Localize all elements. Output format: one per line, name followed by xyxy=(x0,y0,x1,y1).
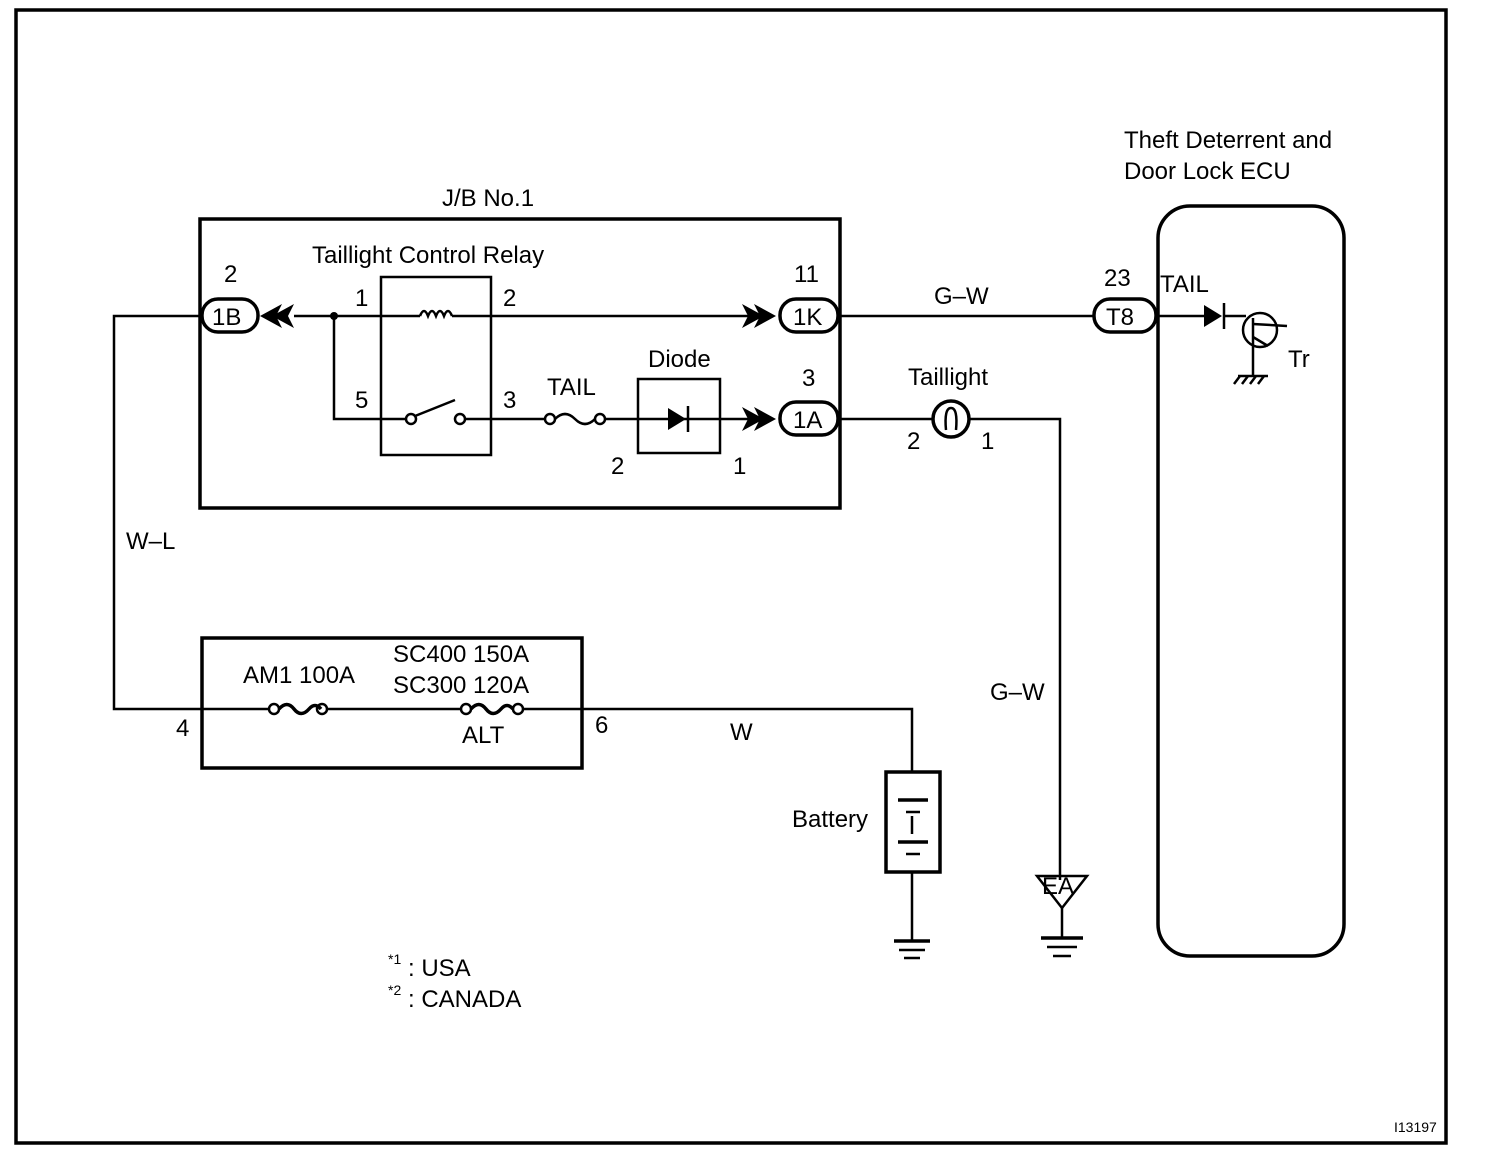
transistor-emitter xyxy=(1252,335,1269,348)
transistor-label: Tr xyxy=(1288,346,1310,373)
battery-label: Battery xyxy=(792,806,868,833)
wire-w-l xyxy=(112,314,270,711)
diode-pin-2: 2 xyxy=(611,453,624,480)
connector-T8-pin: 23 xyxy=(1104,265,1131,292)
wire-w-label: W xyxy=(730,719,753,746)
wire-g-w-top-label: G–W xyxy=(934,283,989,310)
fuse-am1-terminal-b xyxy=(315,702,329,716)
outer-frame xyxy=(14,8,1448,1145)
diode-symbol xyxy=(668,408,686,430)
wire-g-w-right-label: G–W xyxy=(990,679,1045,706)
taillight-pin-2: 2 xyxy=(907,428,920,455)
note-1-mark: *1 xyxy=(388,951,401,967)
connector-1B-pin: 2 xyxy=(224,261,237,288)
transistor-ground-hatch xyxy=(1233,375,1265,385)
switch-blade xyxy=(414,398,456,418)
wire-switch-in xyxy=(332,316,406,421)
fusible-link-pin-4: 4 xyxy=(176,715,189,742)
connector-1A-arrow xyxy=(742,407,764,431)
wire-g-w-right xyxy=(969,417,1062,880)
figure-code: I13197 xyxy=(1394,1119,1437,1135)
fusible-link-am1: AM1 100A xyxy=(243,662,355,689)
taillight-label: Taillight xyxy=(908,364,988,391)
taillight-bulb xyxy=(931,399,971,439)
connector-1A-arrow-2 xyxy=(754,407,776,431)
ecu-box xyxy=(1156,204,1346,958)
wire-w-l-label: W–L xyxy=(126,528,175,555)
fuse-am1 xyxy=(277,702,323,716)
fusible-link-pin-6: 6 xyxy=(595,712,608,739)
relay-pin-5: 5 xyxy=(355,387,368,414)
fuse-alt-terminal-b xyxy=(511,702,525,716)
junction-block-box xyxy=(198,217,842,510)
relay-pin-1: 1 xyxy=(355,285,368,312)
fusible-link-alt: ALT xyxy=(462,722,505,749)
ecu-label-line2: Door Lock ECU xyxy=(1124,158,1291,185)
connector-1B-label: 1B xyxy=(212,304,241,331)
connector-1K-arrow xyxy=(742,304,764,328)
diode-label: Diode xyxy=(648,346,711,373)
transistor-symbol xyxy=(1241,311,1279,349)
relay-box xyxy=(379,275,493,457)
fusible-link-box xyxy=(200,636,584,770)
ground-ea-label: EA xyxy=(1042,873,1074,900)
connector-1A-pin: 3 xyxy=(802,365,815,392)
connector-1K-label: 1K xyxy=(793,304,822,331)
transistor-collector xyxy=(1252,322,1288,328)
fuse-am1-terminal-a xyxy=(267,702,281,716)
connector-1B-arrow xyxy=(260,304,282,328)
connector-1B-arrow-2 xyxy=(272,304,294,328)
ground-ea-triangle xyxy=(1034,874,1090,911)
fuse-tail xyxy=(554,412,596,426)
switch-contact-b xyxy=(453,412,467,426)
diode-box xyxy=(636,377,722,455)
relay-pin-3: 3 xyxy=(503,387,516,414)
fuse-alt xyxy=(469,702,515,716)
taillight-pin-1: 1 xyxy=(981,428,994,455)
ecu-input-label: TAIL xyxy=(1160,271,1209,298)
fusible-link-sc400: SC400 150A xyxy=(393,641,529,668)
relay-pin-2: 2 xyxy=(503,285,516,312)
relay-coil xyxy=(418,309,454,320)
connector-T8-label: T8 xyxy=(1106,304,1134,331)
junction-block-label: J/B No.1 xyxy=(442,185,534,212)
ecu-label-line1: Theft Deterrent and xyxy=(1124,127,1332,154)
connector-1K-arrow-2 xyxy=(754,304,776,328)
note-2-mark: *2 xyxy=(388,982,401,998)
connector-1A-label: 1A xyxy=(793,407,822,434)
fuse-alt-terminal-a xyxy=(459,702,473,716)
ecu-diode xyxy=(1204,305,1222,327)
fuse-tail-label: TAIL xyxy=(547,374,596,401)
fuse-tail-terminal-a xyxy=(543,412,557,426)
relay-label: Taillight Control Relay xyxy=(312,242,544,269)
note-2-text: : CANADA xyxy=(408,986,521,1013)
connector-1K-pin: 11 xyxy=(794,261,819,288)
diode-pin-1: 1 xyxy=(733,453,746,480)
switch-contact-a xyxy=(404,412,418,426)
fuse-tail-terminal-b xyxy=(593,412,607,426)
note-1-text: : USA xyxy=(408,955,471,982)
taillight-filament xyxy=(944,406,958,431)
fusible-link-sc300: SC300 120A xyxy=(393,672,529,699)
wire-w xyxy=(523,707,914,772)
